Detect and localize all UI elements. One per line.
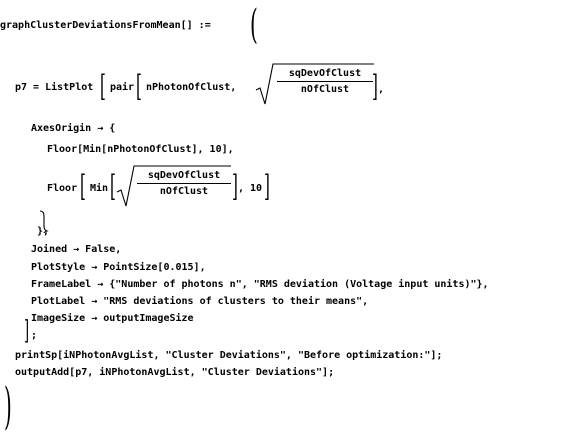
brace-close: }, (37, 226, 50, 237)
fraction-bar (277, 81, 373, 82)
p7-assignment[interactable]: p7 = ListPlot (15, 82, 94, 93)
n-photon-arg[interactable]: nPhotonOfClust, (146, 82, 237, 93)
open-paren: ( (250, 2, 258, 48)
pair-call[interactable]: pair (110, 82, 135, 93)
fraction-bar (137, 183, 231, 184)
axes-origin-option[interactable]: AxesOrigin → { (31, 123, 116, 134)
open-bracket: [ (136, 69, 142, 104)
floor-arg[interactable]: , 10 (238, 183, 263, 194)
open-bracket: [ (100, 69, 106, 104)
sqrt-fraction: sqDevOfClust nOfClust (277, 68, 373, 95)
plot-label-option[interactable]: PlotLabel → "RMS deviations of clusters … (31, 296, 369, 307)
open-bracket: [ (80, 169, 86, 204)
close-bracket: ] (24, 316, 30, 346)
close-bracket: ] (264, 169, 270, 204)
fraction-denominator[interactable]: nOfClust (159, 186, 209, 197)
fraction-numerator[interactable]: sqDevOfClust (147, 170, 221, 181)
plot-style-option[interactable]: PlotStyle → PointSize[0.015], (31, 262, 206, 273)
function-definition[interactable]: graphClusterDeviationsFromMean[] := (0, 20, 211, 31)
image-size-option[interactable]: ImageSize → outputImageSize (31, 313, 194, 324)
open-bracket: [ (110, 169, 116, 204)
close-paren: ) (4, 377, 12, 435)
close-bracket: ] (232, 169, 238, 204)
sqrt-radical-icon (255, 63, 374, 105)
floor-call[interactable]: Floor (47, 183, 78, 194)
semicolon: ; (31, 330, 38, 341)
sqrt-radical-icon (116, 165, 231, 207)
comma: , (378, 84, 385, 95)
floor-min-expression[interactable]: Floor[Min[nPhotonOfClust], 10], (47, 144, 234, 155)
fraction-denominator[interactable]: nOfClust (300, 84, 350, 95)
joined-option[interactable]: Joined → False, (31, 244, 122, 255)
output-add-call[interactable]: outputAdd[p7, iNPhotonAvgList, "Cluster … (15, 367, 335, 378)
brace-icon (39, 210, 49, 234)
print-sp-call[interactable]: printSp[iNPhotonAvgList, "Cluster Deviat… (15, 350, 443, 361)
fraction-numerator[interactable]: sqDevOfClust (288, 68, 362, 79)
close-bracket: ] (372, 69, 378, 104)
sqrt-fraction: sqDevOfClust nOfClust (137, 170, 231, 197)
frame-label-option[interactable]: FrameLabel → {"Number of photons n", "RM… (31, 279, 489, 290)
min-call[interactable]: Min (90, 183, 109, 194)
